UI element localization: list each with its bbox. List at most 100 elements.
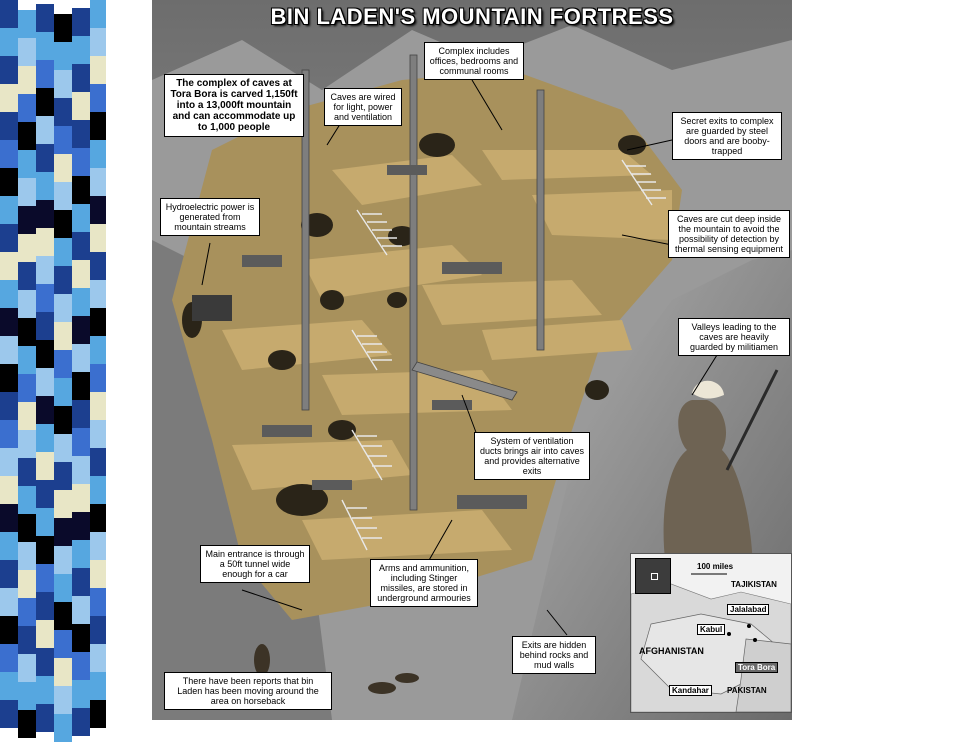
- strip-block: [18, 66, 36, 94]
- strip-block: [72, 372, 90, 400]
- strip-block: [54, 574, 72, 602]
- strip-block: [0, 196, 18, 224]
- callout-main-entrance: Main entrance is through a 50ft tunnel w…: [200, 545, 310, 583]
- strip-block: [54, 630, 72, 658]
- locator-marker: [651, 573, 658, 580]
- strip-block: [36, 60, 54, 88]
- strip-block: [54, 238, 72, 266]
- strip-block: [36, 648, 54, 676]
- strip-block: [72, 596, 90, 624]
- strip-block: [90, 140, 106, 168]
- strip-block: [0, 476, 18, 504]
- strip-block: [0, 560, 18, 588]
- strip-block: [72, 288, 90, 316]
- callout-valleys: Valleys leading to the caves are heavily…: [678, 318, 790, 356]
- strip-block: [0, 252, 18, 280]
- strip-block: [18, 234, 36, 262]
- strip-block: [54, 658, 72, 686]
- strip-block: [90, 644, 106, 672]
- strip-block: [90, 392, 106, 420]
- ventilation-shafts: [301, 54, 545, 511]
- strip-block: [72, 148, 90, 176]
- strip-block: [0, 336, 18, 364]
- infographic-title: BIN LADEN'S MOUNTAIN FORTRESS: [270, 4, 674, 29]
- strip-block: [90, 56, 106, 84]
- strip-block: [90, 280, 106, 308]
- strip-block: [0, 364, 18, 392]
- strip-block: [54, 490, 72, 518]
- strip-block: [72, 456, 90, 484]
- strip-block: [18, 178, 36, 206]
- strip-block: [54, 434, 72, 462]
- strip-block: [0, 448, 18, 476]
- strip-block: [36, 704, 54, 732]
- strip-block: [0, 224, 18, 252]
- strip-block: [54, 182, 72, 210]
- strip-block: [72, 36, 90, 64]
- strip-block: [90, 532, 106, 560]
- strip-block: [36, 116, 54, 144]
- strip-block: [18, 570, 36, 598]
- strip-block: [54, 546, 72, 574]
- strip-block: [90, 112, 106, 140]
- strip-block: [0, 504, 18, 532]
- callout-horseback: There have been reports that bin Laden h…: [164, 672, 332, 710]
- ventilation-duct: [411, 361, 518, 401]
- strip-block: [0, 168, 18, 196]
- map-label-pakistan: PAKISTAN: [727, 686, 767, 695]
- strip-block: [36, 172, 54, 200]
- strip-block: [36, 396, 54, 424]
- strip-block: [72, 64, 90, 92]
- strip-block: [36, 424, 54, 452]
- strip-block: [54, 462, 72, 490]
- strip-block: [90, 476, 106, 504]
- strip-block: [36, 340, 54, 368]
- strip-block: [18, 682, 36, 710]
- strip-block: [72, 8, 90, 36]
- strip-block: [0, 588, 18, 616]
- map-label-kandahar: Kandahar: [669, 685, 712, 696]
- strip-block: [90, 252, 106, 280]
- strip-block: [54, 406, 72, 434]
- strip-block: [18, 402, 36, 430]
- strip-block: [90, 504, 106, 532]
- strip-block: [90, 420, 106, 448]
- strip-block: [18, 150, 36, 178]
- strip-block: [0, 140, 18, 168]
- strip-block: [54, 602, 72, 630]
- strip-block: [18, 290, 36, 318]
- strip-block: [90, 560, 106, 588]
- turban: [692, 380, 724, 399]
- strip-block: [36, 256, 54, 284]
- decorative-side-strip: [0, 0, 106, 742]
- strip-block: [18, 122, 36, 150]
- strip-block: [90, 168, 106, 196]
- callout-arms: Arms and ammunition, including Stinger m…: [370, 559, 478, 607]
- horse-riders: [254, 644, 419, 694]
- callout-ventilation: System of ventilation ducts brings air i…: [474, 432, 590, 480]
- strip-block: [36, 312, 54, 340]
- strip-block: [36, 536, 54, 564]
- strip-block: [36, 144, 54, 172]
- strip-block: [0, 0, 18, 28]
- strip-block: [36, 676, 54, 704]
- generator: [192, 295, 232, 321]
- strip-block: [72, 568, 90, 596]
- strip-block: [36, 564, 54, 592]
- strip-block: [18, 94, 36, 122]
- strip-block: [36, 508, 54, 536]
- strip-block: [0, 672, 18, 700]
- strip-block: [18, 598, 36, 626]
- strip-block: [72, 484, 90, 512]
- strip-block: [18, 514, 36, 542]
- strip-block: [90, 308, 106, 336]
- strip-block: [0, 644, 18, 672]
- rifle: [725, 369, 779, 471]
- strip-block: [0, 56, 18, 84]
- strip-block: [36, 88, 54, 116]
- strip-block: [0, 392, 18, 420]
- strip-block: [36, 452, 54, 480]
- strip-block: [72, 400, 90, 428]
- world-locator-globe: [635, 558, 671, 594]
- strip-block: [54, 14, 72, 42]
